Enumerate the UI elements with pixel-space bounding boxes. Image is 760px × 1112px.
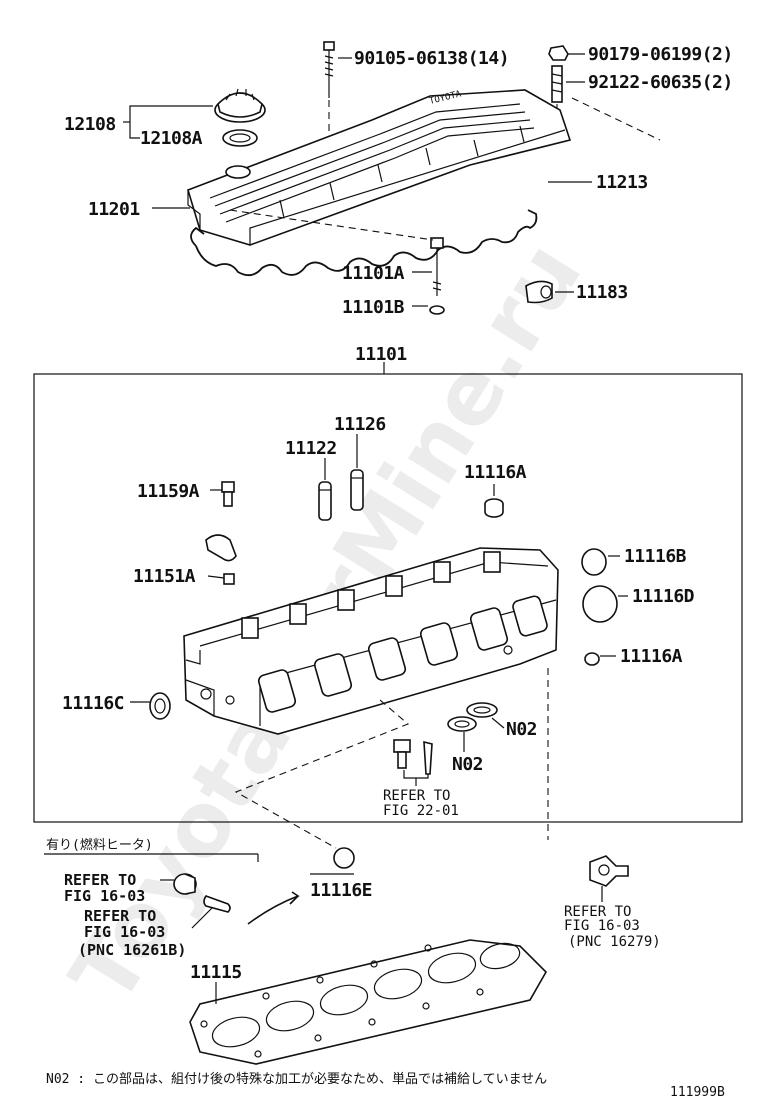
head-gasket-11115[interactable]	[189, 939, 547, 1065]
ref-16-03b-line3: (PNC 16261B)	[78, 941, 186, 959]
label-11116B: 11116B	[624, 546, 687, 567]
footnote-N02: N02 : この部品は、組付け後の特殊な加工が必要なため、単品では補給していませ…	[46, 1071, 547, 1087]
oil-filler-cap-12108[interactable]	[214, 88, 266, 123]
ref-16-03b-line2: FIG 16-03	[84, 923, 165, 941]
label-11122: 11122	[285, 438, 337, 459]
label-90105: 90105-06138(14)	[354, 48, 509, 69]
cylinder-head[interactable]	[183, 547, 559, 735]
washer-11101B[interactable]	[429, 305, 445, 315]
cover-gasket-11213[interactable]	[190, 209, 538, 277]
valve-guide-11122[interactable]	[318, 481, 332, 521]
plug-11116E[interactable]	[333, 847, 355, 869]
ref-22-01-line1: REFER TO	[383, 788, 450, 804]
seal-N02-a[interactable]	[466, 702, 498, 718]
label-11126: 11126	[334, 414, 386, 435]
label-11101A: 11101A	[342, 263, 405, 284]
direction-arrow	[247, 891, 300, 925]
label-11213: 11213	[596, 172, 648, 193]
label-11151A: 11151A	[133, 566, 196, 587]
ref-16-03a-line1: REFER TO	[64, 871, 136, 889]
ref-16-03c-line2: FIG 16-03	[564, 918, 640, 934]
label-11116C: 11116C	[62, 693, 124, 714]
plug-11116A-top[interactable]	[484, 498, 504, 518]
stud-92122[interactable]	[551, 65, 563, 103]
plug-11116D[interactable]	[582, 585, 618, 623]
label-12108: 12108	[64, 114, 116, 135]
ref-16-03c-line1: REFER TO	[564, 904, 631, 920]
valve-guide-11126[interactable]	[350, 469, 364, 511]
label-12108A: 12108A	[140, 128, 203, 149]
label-N02-a: N02	[506, 719, 537, 740]
part-11183[interactable]	[525, 280, 553, 304]
ref-16-03b-line1: REFER TO	[84, 907, 156, 925]
label-11115: 11115	[190, 962, 242, 983]
head-cover-11201[interactable]: TOYOTA	[187, 89, 572, 246]
label-90179: 90179-06199(2)	[588, 44, 733, 65]
fitting-ref-22-01[interactable]	[393, 739, 433, 775]
label-11101B: 11101B	[342, 297, 405, 318]
label-11183: 11183	[576, 282, 628, 303]
ref-16-03c-line3: (PNC 16279)	[568, 934, 661, 950]
figure-code: 111999B	[670, 1085, 725, 1100]
label-11116D: 11116D	[632, 586, 695, 607]
label-11201: 11201	[88, 199, 140, 220]
label-11116E: 11116E	[310, 880, 372, 901]
plug-ref-16-03[interactable]	[173, 873, 197, 895]
gasket-12108A[interactable]	[222, 129, 258, 147]
label-11116A-top: 11116A	[464, 462, 527, 483]
label-11116A-right: 11116A	[620, 646, 683, 667]
plug-11116B[interactable]	[581, 548, 607, 576]
bracket-11151A[interactable]	[205, 534, 237, 585]
pin-ref-16-03[interactable]	[203, 895, 231, 913]
bolt-90105[interactable]	[323, 41, 335, 98]
bolt-11101A[interactable]	[430, 237, 444, 296]
fuel-heater-caption: 有り(燃料ヒータ)	[46, 837, 153, 853]
plug-11116A-right[interactable]	[584, 652, 600, 666]
label-92122: 92122-60635(2)	[588, 72, 733, 93]
label-N02-b: N02	[452, 754, 483, 775]
label-11101: 11101	[355, 344, 407, 365]
fitting-ref-16279[interactable]	[589, 855, 629, 887]
nut-90179[interactable]	[548, 45, 569, 61]
assembly-box-11101	[33, 373, 743, 823]
bolt-11159A[interactable]	[221, 481, 235, 507]
ref-16-03a-line2: FIG 16-03	[64, 887, 145, 905]
seal-N02-b[interactable]	[447, 716, 477, 732]
ref-22-01-line2: FIG 22-01	[383, 803, 459, 819]
plug-11116C[interactable]	[149, 692, 171, 720]
label-11159A: 11159A	[137, 481, 200, 502]
